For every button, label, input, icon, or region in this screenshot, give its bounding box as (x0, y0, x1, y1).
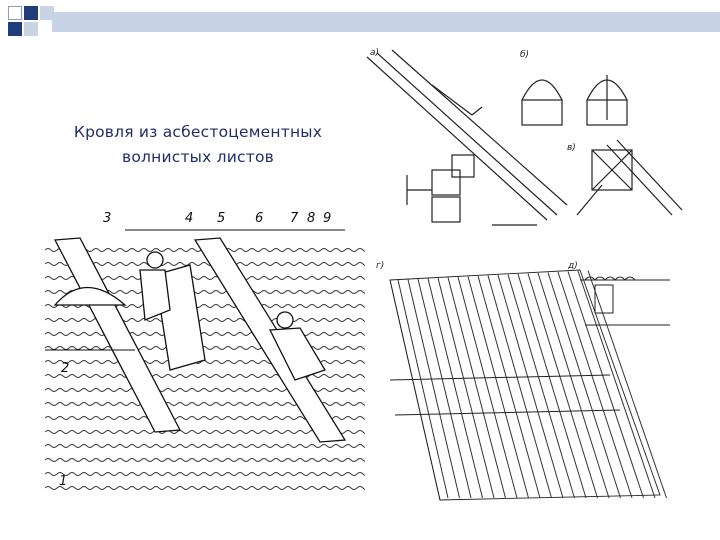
corrugation-line (547, 272, 621, 499)
header-bar (52, 12, 720, 32)
corrugation-line (567, 271, 644, 499)
corrugation-line (467, 276, 529, 499)
detail-drawings-svg: а) б) в) (366, 48, 683, 226)
roof-wave-line (45, 486, 365, 490)
panel-label-b: б) (520, 50, 529, 60)
corrugation-line (507, 274, 575, 499)
label-9: 9 (323, 211, 331, 226)
corrugation-line (447, 277, 506, 499)
roofing-illustration-svg: 1 2 3 4 5 6 7 8 9 (45, 211, 365, 490)
corrugation-line (437, 277, 495, 499)
label-7: 7 (290, 211, 299, 226)
corrugation-line (577, 270, 656, 499)
label-5: 5 (217, 211, 225, 226)
label-4: 4 (185, 211, 193, 226)
corrugation-line (487, 275, 552, 499)
deco-square (8, 6, 22, 20)
roof-wave-line (45, 388, 365, 392)
corrugation-line (537, 272, 610, 499)
slide-title: Кровля из асбестоцементных волнистых лис… (18, 120, 378, 170)
corrugation-line (417, 278, 472, 499)
panel-label-a: а) (370, 48, 379, 58)
title-line-2: волнистых листов (122, 148, 274, 166)
panel-label-g: г) (376, 261, 384, 271)
sheet-layout-svg: г) д) (376, 261, 670, 501)
detail-drawings-top: а) б) в) (362, 45, 702, 240)
corrugation-line (557, 271, 633, 499)
deco-square (8, 22, 22, 36)
label-6: 6 (255, 211, 263, 226)
label-8: 8 (307, 211, 315, 226)
deco-square (24, 22, 38, 36)
corrugation-line (407, 279, 460, 499)
deco-square (24, 6, 38, 20)
corrugation-line (587, 270, 667, 499)
roof-wave-line (45, 332, 365, 336)
corrugation-line (477, 275, 541, 499)
roofing-illustration: 1 2 3 4 5 6 7 8 9 (45, 210, 365, 510)
title-line-1: Кровля из асбестоцементных (73, 123, 323, 141)
label-1: 1 (59, 474, 67, 489)
roof-wave-line (45, 374, 365, 378)
label-3: 3 (103, 211, 111, 226)
corrugation-line (427, 278, 483, 499)
corrugation-line (497, 274, 564, 499)
corner-decoration (0, 0, 60, 45)
sheet-layout-drawing: г) д) (370, 250, 685, 505)
corrugation-line (397, 279, 449, 499)
roof-wave-line (45, 346, 365, 350)
deco-square (40, 6, 54, 20)
panel-label-d: д) (567, 261, 578, 271)
label-2: 2 (61, 361, 69, 376)
roof-wave-line (45, 318, 365, 322)
roof-wave-line (45, 472, 365, 476)
corrugation-line (457, 276, 518, 499)
roof-wave-line (45, 262, 365, 266)
roof-wave-line (45, 458, 365, 462)
corrugation-line (517, 273, 587, 499)
roof-wave-line (45, 444, 365, 448)
corrugation-line (527, 273, 598, 499)
panel-label-v: в) (567, 143, 576, 153)
